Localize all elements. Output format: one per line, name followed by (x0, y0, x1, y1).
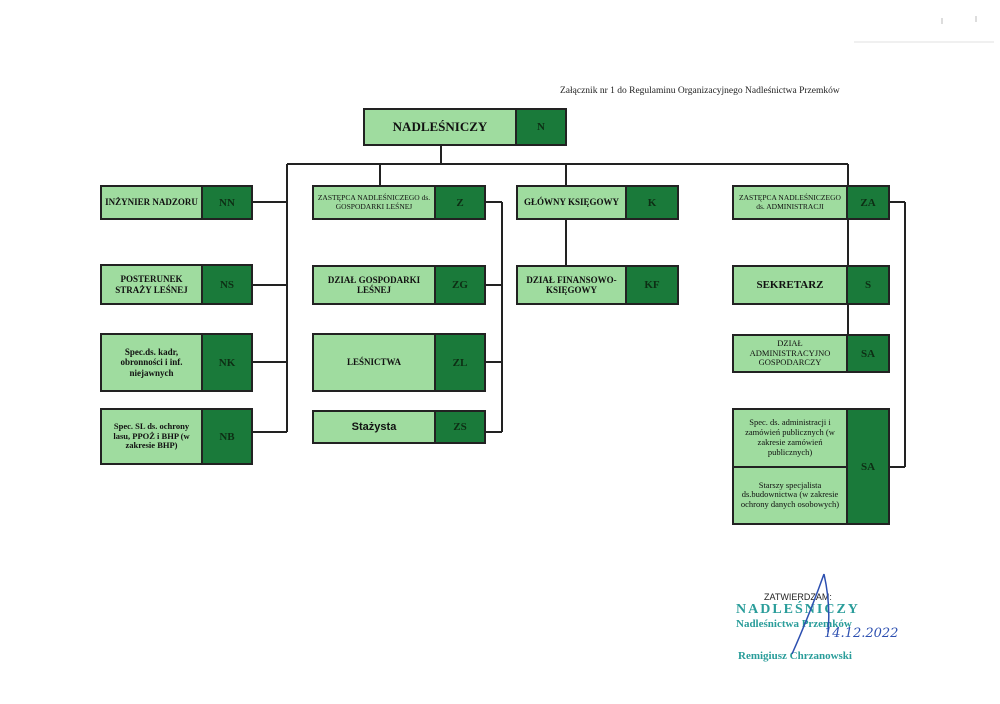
box-label: INŻYNIER NADZORU (105, 197, 198, 208)
box-label: Stażysta (351, 420, 397, 433)
box-label: SEKRETARZ (756, 278, 824, 291)
box-code: NB (201, 410, 251, 463)
box-code: KF (625, 267, 677, 303)
box-label: POSTERUNEK STRAŻY LEŚNEJ (115, 274, 188, 295)
box-label: ZASTĘPCA NADLEŚNICZEGO ds. ADMINISTRACJI (739, 192, 841, 211)
box-code: ZS (434, 412, 484, 442)
box-nadlesniczy: NADLEŚNICZY N (363, 108, 567, 146)
box-label: GŁÓWNY KSIĘGOWY (524, 197, 619, 208)
stamp-name: Remigiusz Chrzanowski (738, 650, 852, 662)
box-label: NADLEŚNICZY (392, 118, 488, 134)
box-label: DZIAŁ ADMINISTRACYJNO GOSPODARCZY (749, 337, 831, 368)
box-code: SA (846, 410, 888, 523)
box-code: Z (434, 187, 484, 218)
box-code: NK (201, 335, 251, 390)
box-inzynier-nadzoru: INŻYNIER NADZORU NN (100, 185, 253, 220)
box-dzial-adm-gosp: DZIAŁ ADMINISTRACYJNO GOSPODARCZY SA (732, 334, 890, 373)
box-label: ZASTĘPCA NADLEŚNICZEGO ds. GOSPODARKI LE… (317, 192, 431, 211)
box-label: DZIAŁ GOSPODARKI LEŚNEJ (327, 274, 421, 295)
box-spec-kadr: Spec.ds. kadr, obronności i inf. niejawn… (100, 333, 253, 392)
approve-label: ZATWIERDZAM: (764, 592, 832, 602)
box-code: SA (846, 336, 888, 371)
box-code: K (625, 187, 677, 218)
box-spec-sl-bhp: Spec. SL ds. ochrony lasu, PPOŻ i BHP (w… (100, 408, 253, 465)
box-label: Spec.ds. kadr, obronności i inf. niejawn… (120, 346, 183, 378)
scan-marks (854, 16, 994, 43)
box-dzial-gl: DZIAŁ GOSPODARKI LEŚNEJ ZG (312, 265, 486, 305)
box-posterunek-sl: POSTERUNEK STRAŻY LEŚNEJ NS (100, 264, 253, 305)
box-code: ZL (434, 335, 484, 390)
box-zastepca-adm: ZASTĘPCA NADLEŚNICZEGO ds. ADMINISTRACJI… (732, 185, 890, 220)
box-sekretarz: SEKRETARZ S (732, 265, 890, 305)
box-zastepca-gl: ZASTĘPCA NADLEŚNICZEGO ds. GOSPODARKI LE… (312, 185, 486, 220)
signature-stroke (791, 573, 830, 655)
box-label: LEŚNICTWA (346, 357, 402, 368)
box-stazysta: Stażysta ZS (312, 410, 486, 444)
box-code: ZG (434, 267, 484, 303)
box-code: N (515, 110, 565, 144)
attachment-caption: Załącznik nr 1 do Regulaminu Organizacyj… (560, 86, 840, 96)
stamp-title: NADLEŚNICZY (736, 602, 860, 617)
box-spec-adm-group: Spec. ds. administracji i zamówień publi… (732, 408, 890, 525)
spec-adm-labels: Spec. ds. administracji i zamówień publi… (734, 410, 846, 523)
box-label-zamowienia: Spec. ds. administracji i zamówień publi… (734, 410, 846, 468)
box-code: ZA (846, 187, 888, 218)
box-code: NN (201, 187, 251, 218)
box-code: NS (201, 266, 251, 303)
box-dzial-fk: DZIAŁ FINANSOWO-KSIĘGOWY KF (516, 265, 679, 305)
signature-date: 14.12.2022 (824, 626, 899, 641)
box-glowny-ksiegowy: GŁÓWNY KSIĘGOWY K (516, 185, 679, 220)
box-label: DZIAŁ FINANSOWO-KSIĘGOWY (526, 274, 617, 295)
box-label: Spec. SL ds. ochrony lasu, PPOŻ i BHP (w… (113, 420, 190, 451)
box-lesnictwa: LEŚNICTWA ZL (312, 333, 486, 392)
stamp-unit: Nadleśnictwa Przemków (736, 618, 852, 630)
box-code: S (846, 267, 888, 303)
box-label-budownictwo: Starszy specjalista ds.budownictwa (w za… (740, 479, 840, 510)
